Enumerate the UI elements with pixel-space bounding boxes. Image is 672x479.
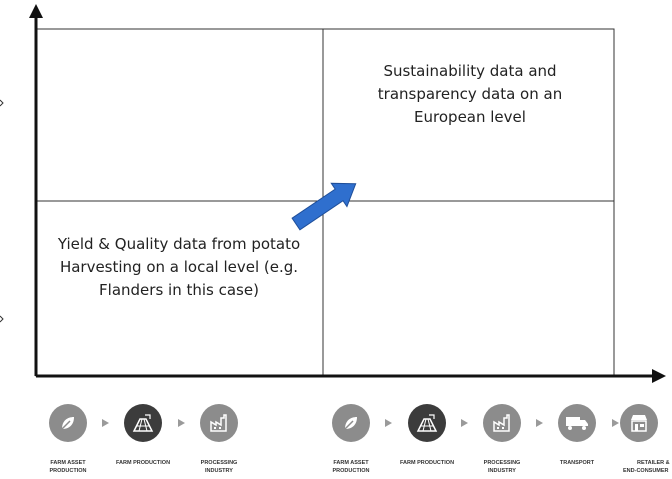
step-label-line: FARM PRODUCTION <box>115 460 171 466</box>
chain-chevron-icon <box>461 419 468 427</box>
quadrant-top-right-line: European level <box>414 108 526 126</box>
step-label-line: FARM ASSET <box>333 460 369 466</box>
step-label: PROCESSING INDUSTRY <box>467 459 537 475</box>
quadrant-top-right-line: transparency data on an <box>377 85 563 103</box>
chain-chevron-icon <box>536 419 543 427</box>
chain-left-step-farm-production: FARM PRODUCTION <box>108 404 178 467</box>
store-icon <box>620 404 658 442</box>
factory-icon <box>483 404 521 442</box>
factory-icon <box>200 404 238 442</box>
step-label-line: PROCESSING <box>200 460 238 466</box>
leaf-icon <box>49 404 87 442</box>
step-label-line: INDUSTRY <box>205 468 233 474</box>
step-label-line: FARM ASSET <box>50 460 86 466</box>
chain-right-step-transport: TRANSPORT <box>542 404 612 467</box>
step-label: RETAILER & END-CONSUMER <box>623 459 672 475</box>
truck-icon <box>558 404 596 442</box>
quadrant-bottom-left-line: Yield & Quality data from potato <box>57 235 301 253</box>
chain-chevron-icon <box>178 419 185 427</box>
chain-right-step-farm-asset: FARM ASSET PRODUCTION <box>316 404 386 475</box>
step-label: TRANSPORT <box>542 459 612 467</box>
step-label: FARM PRODUCTION <box>392 459 462 467</box>
step-label-line: PRODUCTION <box>332 468 370 474</box>
chain-left-step-farm-asset: FARM ASSET PRODUCTION <box>33 404 103 475</box>
step-label-line: PROCESSING <box>483 460 521 466</box>
field-icon <box>408 404 446 442</box>
step-label: FARM PRODUCTION <box>108 459 178 467</box>
quadrant-top-right-text: Sustainability data and transparency dat… <box>340 60 600 129</box>
edge-mark-top <box>0 99 4 107</box>
step-label-line: RETAILER & <box>637 460 670 466</box>
field-icon <box>124 404 162 442</box>
chain-right-step-retailer: RETAILER & END-CONSUMER <box>617 404 672 475</box>
quadrant-bottom-left-text: Yield & Quality data from potato Harvest… <box>40 233 318 302</box>
quadrant-bottom-left-line: Harvesting on a local level (e.g. <box>59 258 299 276</box>
step-label-line: END-CONSUMER <box>623 468 669 474</box>
step-label: FARM ASSET PRODUCTION <box>316 459 386 475</box>
progression-arrow <box>291 182 357 231</box>
step-label-line: INDUSTRY <box>488 468 516 474</box>
quadrant-bottom-left-line: Flanders in this case) <box>99 281 259 299</box>
step-label: PROCESSING INDUSTRY <box>184 459 254 475</box>
leaf-icon <box>332 404 370 442</box>
quadrant-top-right-line: Sustainability data and <box>383 62 557 80</box>
y-axis-arrowhead <box>29 4 43 18</box>
step-label-line: FARM PRODUCTION <box>399 460 455 466</box>
step-label-line: PRODUCTION <box>49 468 87 474</box>
step-label-line: TRANSPORT <box>559 460 595 466</box>
x-axis-arrowhead <box>652 369 666 383</box>
chain-chevron-icon <box>102 419 109 427</box>
chain-right-step-processing: PROCESSING INDUSTRY <box>467 404 537 475</box>
chain-chevron-icon <box>385 419 392 427</box>
edge-mark-bottom <box>0 315 4 323</box>
chain-left-step-processing: PROCESSING INDUSTRY <box>184 404 254 475</box>
chain-chevron-icon <box>612 419 619 427</box>
step-label: FARM ASSET PRODUCTION <box>33 459 103 475</box>
chain-right-step-farm-production: FARM PRODUCTION <box>392 404 462 467</box>
